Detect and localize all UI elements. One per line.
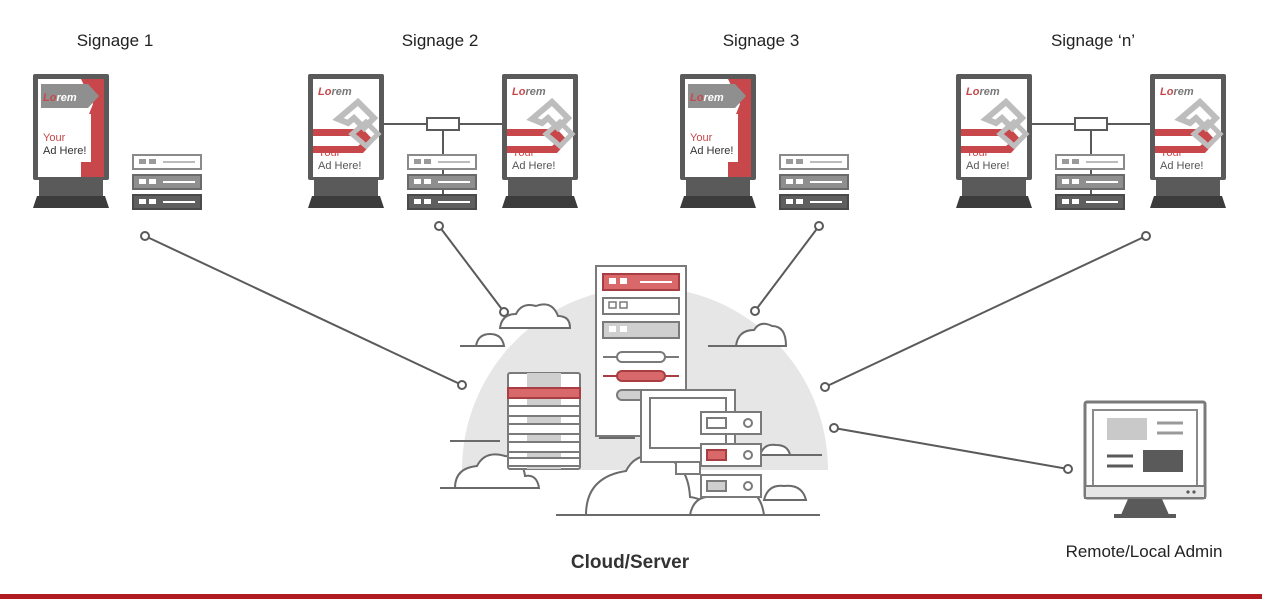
- svg-text:Your: Your: [1160, 147, 1183, 159]
- svg-text:Ad Here!: Ad Here!: [1160, 160, 1203, 172]
- admin-monitor-icon: [1083, 400, 1207, 518]
- signage-n-label: Signage ‘n’: [1051, 31, 1135, 50]
- svg-text:Lorem: Lorem: [690, 92, 724, 104]
- server-stack-icon: [779, 154, 849, 210]
- svg-text:Ad Here!: Ad Here!: [43, 145, 86, 157]
- admin-label: Remote/Local Admin: [1066, 542, 1223, 561]
- svg-text:Ad Here!: Ad Here!: [966, 160, 1009, 172]
- signage-3-label: Signage 3: [723, 31, 800, 50]
- svg-text:Ad Here!: Ad Here!: [690, 145, 733, 157]
- signage-2-label: Signage 2: [402, 31, 479, 50]
- svg-text:Your: Your: [43, 132, 66, 144]
- svg-text:Your: Your: [690, 132, 713, 144]
- svg-text:Ad Here!: Ad Here!: [318, 160, 361, 172]
- svg-text:Your: Your: [512, 147, 535, 159]
- svg-text:Your: Your: [966, 147, 989, 159]
- svg-text:Lorem: Lorem: [966, 86, 1000, 98]
- svg-text:Your: Your: [318, 147, 341, 159]
- signage-n-group: Lorem Your Ad Here! Lorem Your Ad Here!: [956, 74, 1226, 209]
- signage-1-label: Signage 1: [77, 31, 154, 50]
- signage-2-group: Lorem Your Ad Here! Lorem Your Ad Here!: [308, 74, 578, 209]
- svg-text:Ad Here!: Ad Here!: [512, 160, 555, 172]
- server-stack-icon: [132, 154, 202, 210]
- server-stack-icon: [1055, 154, 1125, 210]
- svg-text:Lorem: Lorem: [1160, 86, 1194, 98]
- signage-3-group: Lorem Your Ad Here!: [680, 74, 849, 210]
- bottom-accent-bar: [0, 594, 1262, 599]
- svg-text:Lorem: Lorem: [318, 86, 352, 98]
- cloud-server-illustration: [440, 265, 828, 516]
- svg-text:Lorem: Lorem: [43, 92, 77, 104]
- connector-lines: [140, 221, 1151, 474]
- svg-text:Lorem: Lorem: [512, 86, 546, 98]
- signage-1-group: Lorem Your Ad Here!: [33, 74, 202, 210]
- cloud-server-label: Cloud/Server: [571, 552, 690, 573]
- server-stack-icon: [407, 154, 477, 210]
